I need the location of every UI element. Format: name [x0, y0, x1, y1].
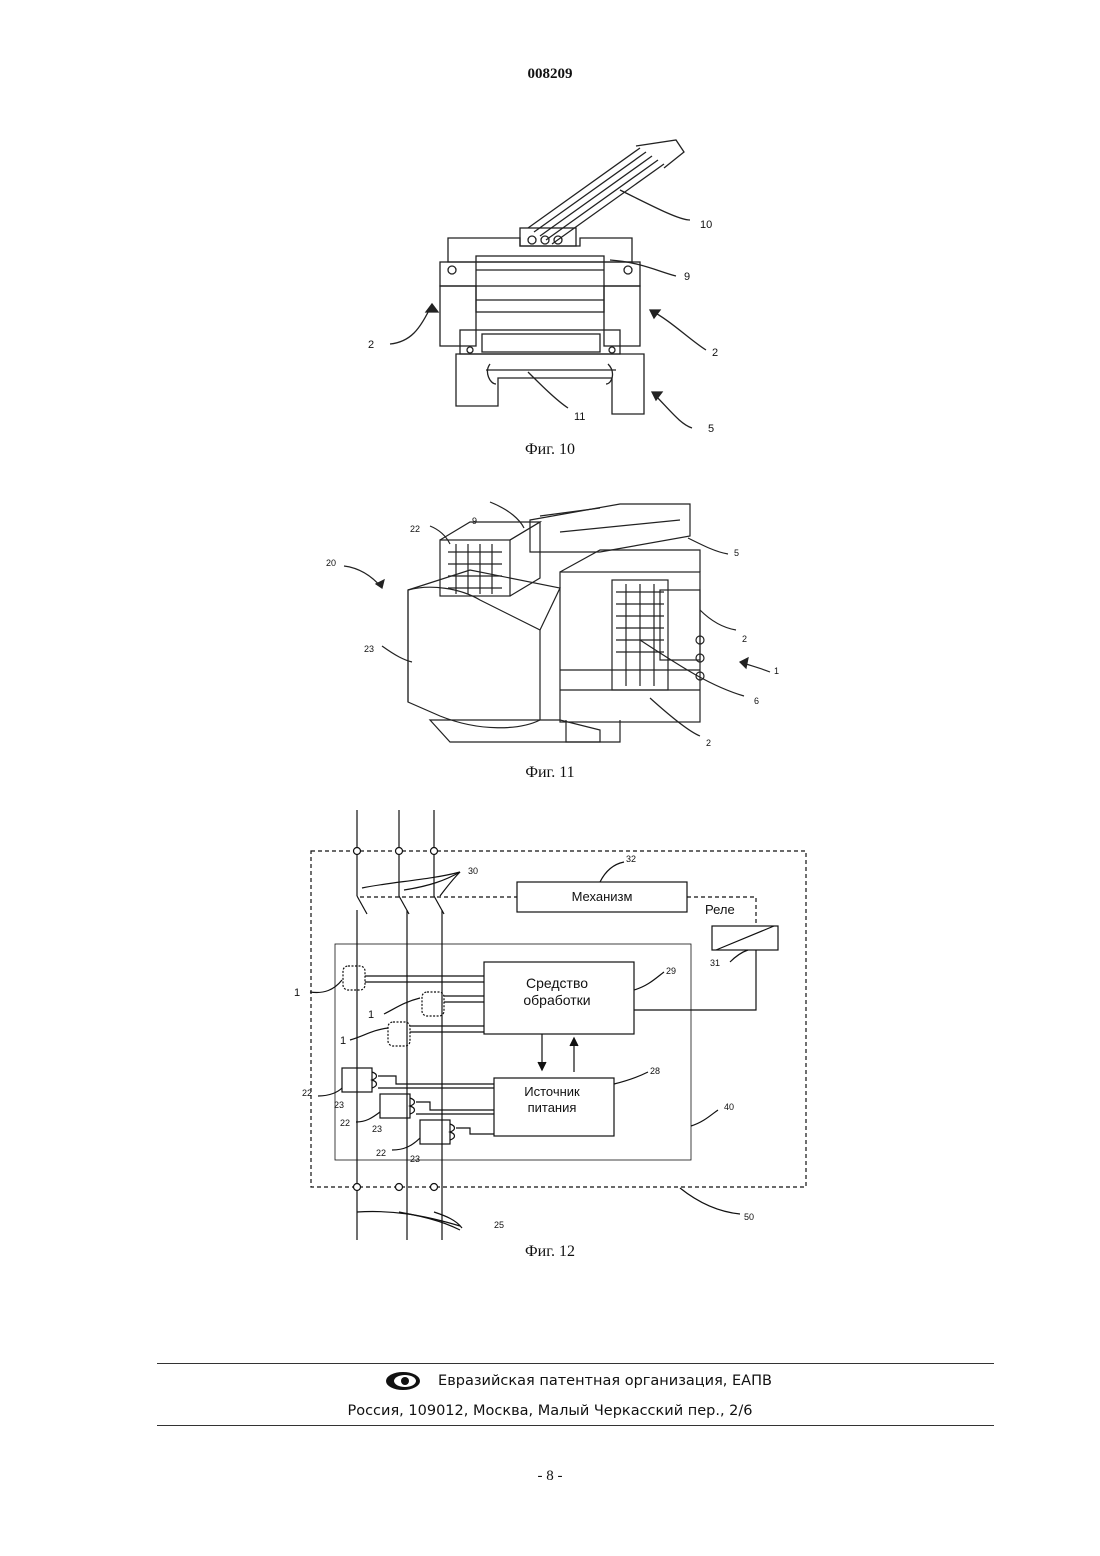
fig12-label-23-a: 23 [334, 1100, 344, 1110]
fig10-label-2-right: 2 [712, 347, 718, 359]
fig11-label-1: 1 [774, 666, 779, 676]
fig12-label-29: 29 [666, 966, 676, 976]
page-number: - 8 - [0, 1468, 1100, 1485]
mechanism-label: Механизм [572, 889, 633, 904]
current-sensor-3 [350, 1022, 484, 1046]
fig12-label-23-c: 23 [410, 1154, 420, 1164]
fig12-label-1-b: 1 [368, 1009, 374, 1021]
figure-11-drawing: 22 9 5 20 23 2 1 6 2 [0, 480, 1100, 780]
power-label-line2: питания [528, 1100, 577, 1115]
fig12-label-28: 28 [650, 1066, 660, 1076]
figure-11-caption: Фиг. 11 [0, 764, 1100, 782]
current-sensor-frame [560, 550, 704, 742]
fig11-label-6: 6 [754, 696, 759, 706]
fig10-label-11: 11 [574, 411, 585, 423]
fig12-label-1-c: 1 [340, 1035, 346, 1047]
fig12-label-32: 32 [626, 854, 636, 864]
footer-organization: Евразийская патентная организация, ЕАПВ [0, 1373, 1100, 1389]
fig12-label-40: 40 [724, 1102, 734, 1112]
current-sensor-2 [384, 992, 484, 1016]
fig11-label-9: 9 [472, 516, 477, 526]
figure-10-drawing: 10 9 2 2 11 5 [0, 0, 1100, 440]
footer-address: Россия, 109012, Москва, Малый Черкасский… [0, 1403, 1100, 1419]
fig11-label-22: 22 [410, 524, 420, 534]
fig12-label-22-c: 22 [376, 1148, 386, 1158]
fig10-label-10: 10 [700, 219, 712, 231]
fig12-label-22-b: 22 [340, 1118, 350, 1128]
fig10-label-5: 5 [708, 423, 714, 435]
fig11-label-20: 20 [326, 558, 336, 568]
processing-label-line1: Средство [526, 975, 588, 991]
fig11-label-23: 23 [364, 644, 374, 654]
figure-10-caption: Фиг. 10 [0, 441, 1100, 459]
processing-label-line2: обработки [523, 992, 590, 1008]
fig12-label-25: 25 [494, 1220, 504, 1230]
fig12-label-30: 30 [468, 866, 478, 876]
fig12-label-22-a: 22 [302, 1088, 312, 1098]
fig11-label-2-top: 2 [742, 634, 747, 644]
footer-top-rule [157, 1363, 994, 1364]
figure-12-circuit-diagram: Механизм Реле Средство обработки Источни… [0, 800, 1100, 1240]
fig12-label-50: 50 [744, 1212, 754, 1222]
fig10-label-9: 9 [684, 271, 690, 283]
figure-12-caption: Фиг. 12 [0, 1243, 1100, 1261]
relay-label: Реле [705, 902, 735, 917]
fig12-label-1-a: 1 [294, 987, 300, 999]
fig11-label-2-bottom: 2 [706, 738, 711, 748]
fig11-label-5: 5 [734, 548, 739, 558]
fig10-label-2-left: 2 [368, 339, 374, 351]
footer-bottom-rule [157, 1425, 994, 1426]
power-label-line1: Источник [524, 1084, 580, 1099]
current-sensor-1 [310, 966, 484, 993]
fig12-label-31: 31 [710, 958, 720, 968]
sensor-frame [440, 238, 644, 414]
power-ct-22-1 [318, 1068, 494, 1096]
fig12-label-23-b: 23 [372, 1124, 382, 1134]
power-ct-22-2 [356, 1094, 494, 1122]
terminal-block [440, 522, 540, 596]
